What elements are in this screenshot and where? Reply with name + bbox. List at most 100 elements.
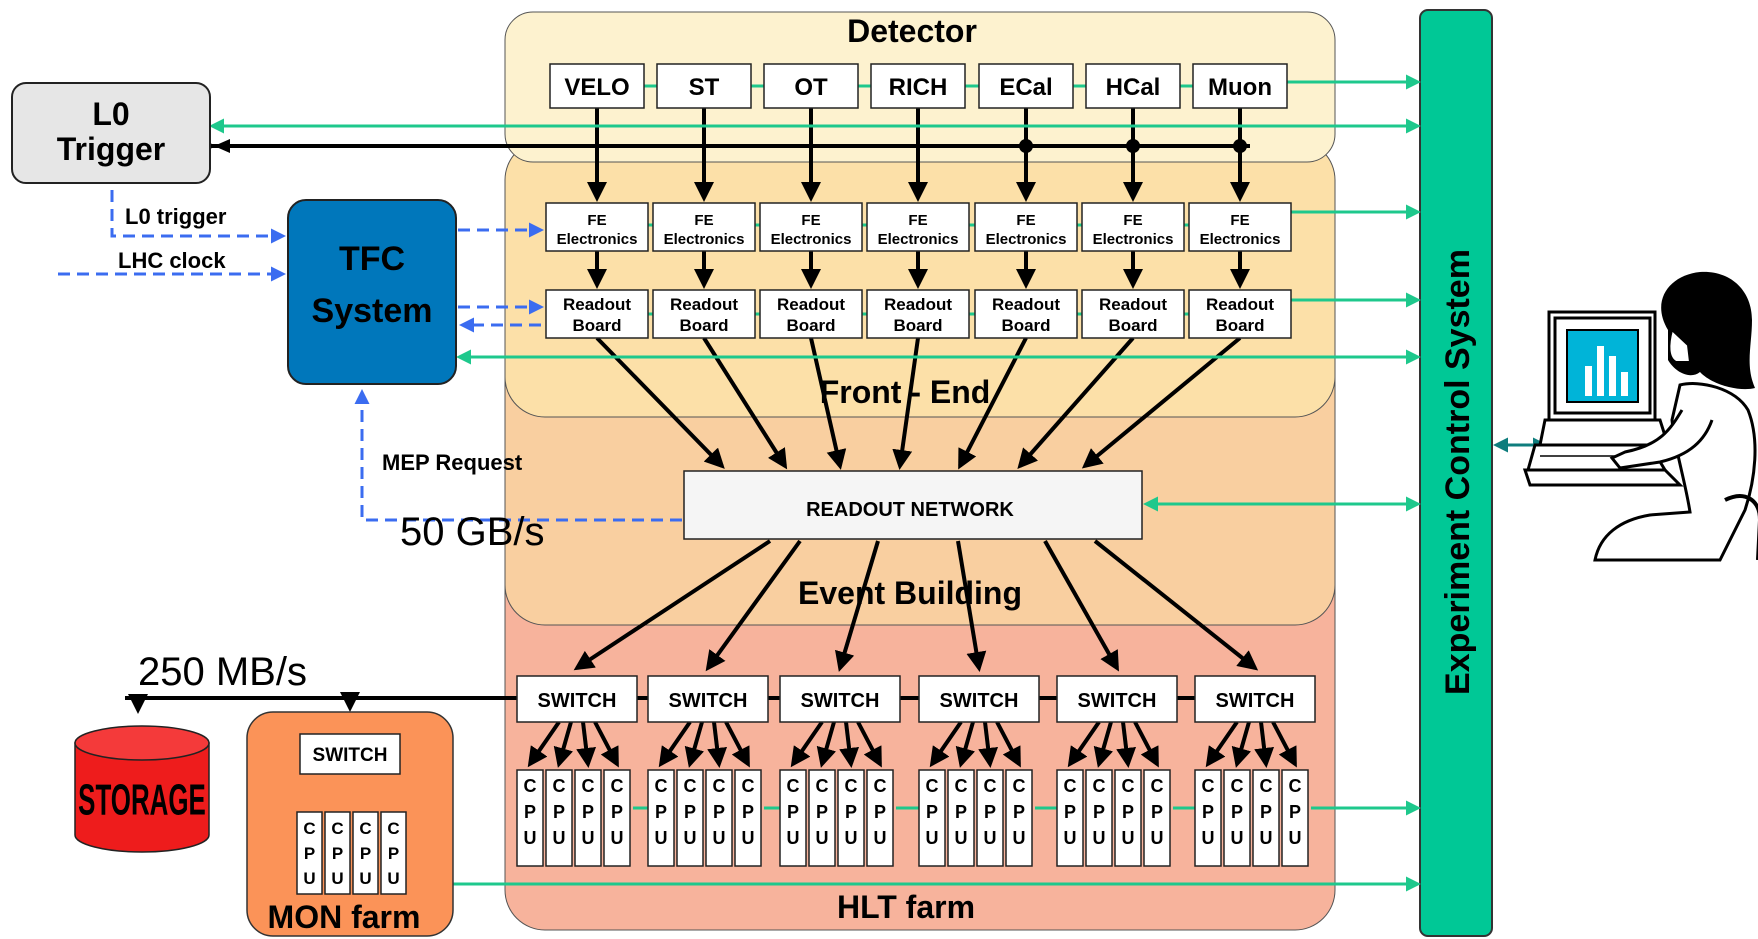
storage-label: STORAGE [78, 776, 206, 825]
data-flow-arrow [1231, 721, 1252, 768]
ecs-label: Experiment Control System [1439, 249, 1477, 695]
data-flow-arrow [705, 539, 802, 672]
cpu-node[interactable] [808, 769, 836, 867]
fe-electronics-box[interactable] [866, 202, 970, 252]
switch-label: SWITCH [669, 690, 748, 712]
cpu-letter: C [874, 776, 887, 796]
subdetector-muon-box[interactable] [1192, 63, 1288, 109]
ecs-bar[interactable] [1419, 9, 1493, 937]
cpu-node[interactable] [380, 811, 407, 895]
cpu-letter: C [1231, 776, 1244, 796]
cpu-node[interactable] [352, 811, 379, 895]
cpu-node[interactable] [324, 811, 351, 895]
cpu-letter: U [359, 869, 371, 888]
cpu-node[interactable] [1194, 769, 1222, 867]
cpu-letter: P [1202, 802, 1214, 822]
fe-electronics-box[interactable] [1188, 202, 1292, 252]
data-flow-arrow [1116, 721, 1137, 768]
readout-board-box[interactable] [545, 289, 649, 339]
readout-board-box[interactable] [759, 289, 863, 339]
fe-electronics-box[interactable] [759, 202, 863, 252]
cpu-node[interactable] [866, 769, 894, 867]
readout-network-box[interactable] [683, 470, 1143, 540]
cpu-letter: U [955, 828, 968, 848]
cpu-node[interactable] [918, 769, 946, 867]
cpu-letter: P [742, 802, 754, 822]
cpu-node[interactable] [1281, 769, 1309, 867]
cpu-letter: P [304, 844, 315, 863]
fe-electronics-box[interactable] [545, 202, 649, 252]
data-flow-arrow [576, 721, 597, 768]
cpu-node[interactable] [734, 769, 762, 867]
cpu-node[interactable] [779, 769, 807, 867]
data-flow-arrow [1133, 721, 1159, 768]
cpu-letter: U [1064, 828, 1077, 848]
cpu-node[interactable] [647, 769, 675, 867]
cpu-letter: P [524, 802, 536, 822]
fe-electronics-box[interactable] [652, 202, 756, 252]
readout-board-box[interactable] [652, 289, 756, 339]
switch-box[interactable] [1194, 675, 1316, 723]
cpu-node[interactable] [1114, 769, 1142, 867]
cpu-node[interactable] [1143, 769, 1171, 867]
switch-box[interactable] [647, 675, 769, 723]
data-flow-arrow [856, 721, 882, 768]
fe-electronics-box[interactable] [974, 202, 1078, 252]
cpu-node[interactable] [545, 769, 573, 867]
subdetector-st-box[interactable] [656, 63, 752, 109]
l0-trigger-box[interactable] [11, 82, 211, 184]
operator-at-computer-icon [1522, 271, 1758, 562]
readout-board-line2: Board [679, 316, 728, 335]
network-rate-label: 50 GB/s [400, 510, 545, 554]
cpu-node[interactable] [837, 769, 865, 867]
readout-board-line1: Readout [992, 295, 1060, 314]
tfc-line2: System [312, 292, 433, 330]
cpu-node[interactable] [976, 769, 1004, 867]
readout-board-box[interactable] [974, 289, 1078, 339]
data-flow-arrow [527, 720, 561, 768]
fe-electronics-box[interactable] [1081, 202, 1185, 252]
switch-box[interactable] [516, 675, 638, 723]
data-flow-arrow [1067, 720, 1101, 768]
readout-board-line1: Readout [1206, 295, 1274, 314]
readout-board-line1: Readout [563, 295, 631, 314]
subdetector-ecal-box[interactable] [978, 63, 1074, 109]
l0-trigger-line2: Trigger [57, 131, 165, 167]
cpu-node[interactable] [705, 769, 733, 867]
cpu-node[interactable] [947, 769, 975, 867]
cpu-node[interactable] [296, 811, 323, 895]
readout-board-line1: Readout [1099, 295, 1167, 314]
l0-trigger-signal-line [110, 190, 286, 244]
data-flow-arrow [553, 721, 574, 768]
subdetector-ot-box[interactable] [763, 63, 859, 109]
cpu-node[interactable] [574, 769, 602, 867]
cpu-node[interactable] [1056, 769, 1084, 867]
readout-board-box[interactable] [866, 289, 970, 339]
readout-board-line2: Board [786, 316, 835, 335]
mon-switch-box[interactable] [299, 733, 401, 775]
cpu-node[interactable] [603, 769, 631, 867]
cpu-node[interactable] [1223, 769, 1251, 867]
tfc-system-box[interactable] [287, 199, 457, 385]
cpu-node[interactable] [1252, 769, 1280, 867]
front-end-title: Front - End [820, 374, 991, 410]
switch-box[interactable] [918, 675, 1040, 723]
readout-board-box[interactable] [1081, 289, 1185, 339]
switch-label: SWITCH [940, 690, 1019, 712]
tfc-line1: TFC [339, 240, 405, 278]
cpu-letter: P [874, 802, 886, 822]
data-flow-arrow [790, 720, 824, 768]
cpu-node[interactable] [676, 769, 704, 867]
cpu-node[interactable] [1005, 769, 1033, 867]
subdetector-label: ECal [999, 74, 1052, 101]
subdetector-rich-box[interactable] [870, 63, 966, 109]
switch-box[interactable] [779, 675, 901, 723]
cpu-node[interactable] [516, 769, 544, 867]
switch-box[interactable] [1056, 675, 1178, 723]
storage-cylinder[interactable] [74, 725, 210, 853]
subdetector-velo-box[interactable] [549, 63, 645, 109]
subdetector-hcal-box[interactable] [1085, 63, 1181, 109]
readout-board-box[interactable] [1188, 289, 1292, 339]
cpu-letter: P [816, 802, 828, 822]
cpu-node[interactable] [1085, 769, 1113, 867]
